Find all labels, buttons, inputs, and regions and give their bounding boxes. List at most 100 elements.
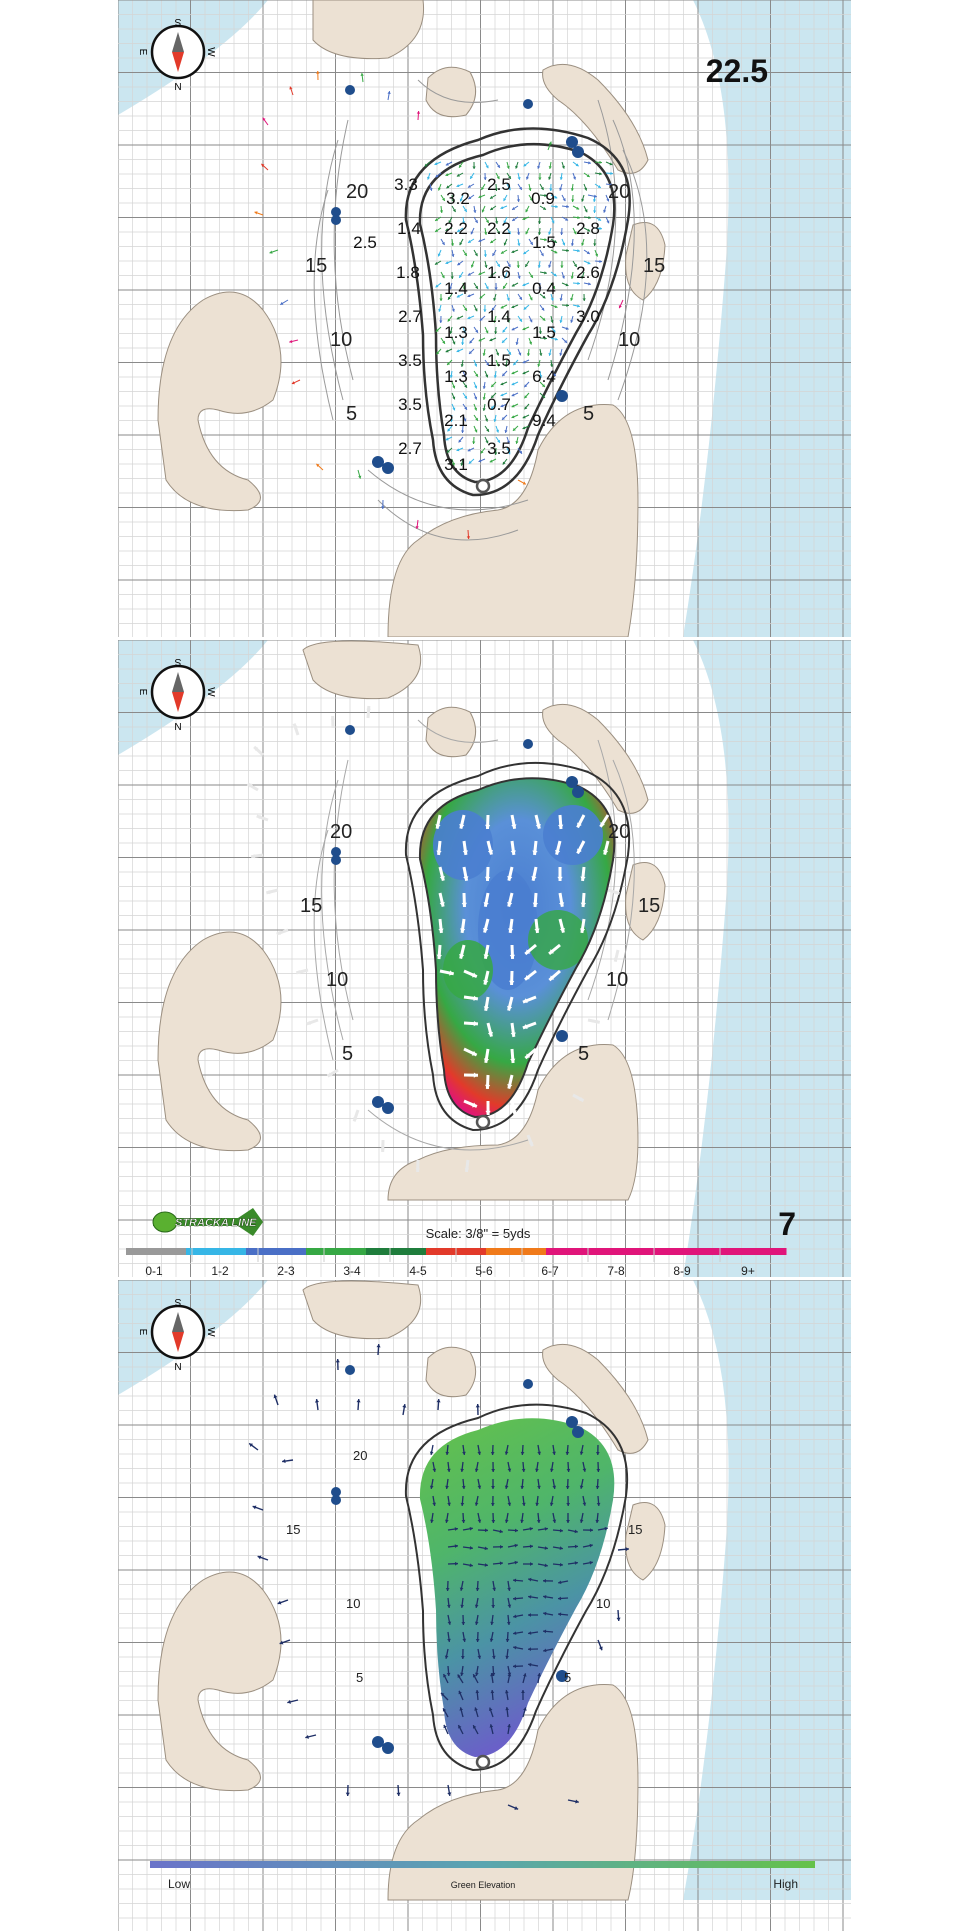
distance-label: 10 xyxy=(606,969,628,991)
flow-arrow xyxy=(490,1689,495,1701)
slope-arrow xyxy=(495,359,500,367)
slope-arrow xyxy=(516,227,521,236)
tree xyxy=(372,1096,384,1108)
flow-arrow xyxy=(277,1599,289,1605)
slope-arrow xyxy=(262,117,269,126)
flow-arrow xyxy=(282,1459,294,1464)
slope-arrow xyxy=(511,282,519,287)
bunker-right-small xyxy=(625,1502,666,1581)
slope-arrow xyxy=(508,918,514,934)
slope-value: 2.2 xyxy=(444,219,468,238)
slope-arrow xyxy=(550,282,556,290)
slope-arrow xyxy=(280,299,289,306)
slope-arrow xyxy=(460,918,466,934)
flow-arrow xyxy=(490,1673,494,1684)
flow-arrow xyxy=(566,1512,570,1524)
slope-arrow xyxy=(415,519,419,529)
tree xyxy=(372,456,384,468)
slope-arrow xyxy=(516,260,520,269)
slope-arrow xyxy=(458,161,464,169)
flow-arrow xyxy=(459,1707,464,1718)
distance-label: 5 xyxy=(583,403,594,425)
slope-arrow xyxy=(366,705,371,719)
slope-arrow xyxy=(484,260,488,268)
slope-arrow xyxy=(456,447,464,452)
slope-arrow xyxy=(326,1068,339,1078)
elevation-fill xyxy=(419,1418,615,1757)
slope-arrow xyxy=(467,183,475,188)
slope-arrow xyxy=(522,216,530,221)
slope-arrow xyxy=(582,293,586,302)
slope-arrow xyxy=(583,183,588,191)
slope-arrow xyxy=(490,403,497,410)
tree xyxy=(566,1416,578,1428)
slope-arrow xyxy=(473,304,478,312)
flow-arrow xyxy=(458,1690,464,1701)
slope-arrow xyxy=(445,436,453,441)
legend-label: 3-4 xyxy=(343,1264,361,1277)
distance-label: 15 xyxy=(305,255,327,277)
flow-arrow xyxy=(477,1512,482,1523)
flow-arrow xyxy=(543,1611,554,1616)
flow-arrow xyxy=(537,1546,548,1550)
elevation-map-panel: S N E W 20 15 15 10 10 5 5 Low Green Ele… xyxy=(118,1280,851,1931)
green-outline xyxy=(404,1403,629,1772)
slope-arrow xyxy=(439,969,455,976)
distance-label: 15 xyxy=(300,895,322,917)
slope-arrow xyxy=(495,172,500,180)
slope-arrow xyxy=(507,1074,514,1089)
distance-label: 10 xyxy=(330,329,352,351)
slope-arrow xyxy=(576,814,586,829)
slope-arrow xyxy=(473,392,478,400)
slope-arrow xyxy=(500,205,508,210)
slope-arrow xyxy=(489,205,497,211)
slope-arrow xyxy=(509,944,516,960)
slope-arrow xyxy=(438,304,442,312)
slope-arrow xyxy=(510,840,516,856)
tree xyxy=(572,786,584,798)
slope-arrow xyxy=(449,414,454,423)
distance-label: 10 xyxy=(596,1596,610,1611)
slope-arrow xyxy=(587,194,597,198)
slope-arrow xyxy=(504,425,508,433)
slope-arrow xyxy=(458,436,464,443)
slope-arrow xyxy=(462,216,466,225)
slope-arrow xyxy=(495,436,501,444)
slope-arrow xyxy=(503,194,508,202)
slope-arrow xyxy=(506,260,511,268)
slope-arrow xyxy=(438,866,445,881)
slope-arrow xyxy=(501,414,508,421)
flow-arrow xyxy=(552,1444,556,1455)
slope-arrow xyxy=(500,249,508,255)
flow-arrow xyxy=(345,1784,350,1797)
slope-arrow xyxy=(482,403,486,411)
flow-arrow xyxy=(475,1403,480,1416)
slope-arrow xyxy=(506,293,510,301)
slope-arrow xyxy=(517,447,523,455)
slope-arrow xyxy=(506,315,510,323)
slope-arrow xyxy=(451,403,456,411)
flow-arrow xyxy=(595,1478,600,1490)
flow-arrow xyxy=(504,1444,509,1455)
elevation-flow-arrows xyxy=(248,1343,630,1810)
slope-arrow xyxy=(523,161,530,167)
slope-arrow xyxy=(522,370,530,375)
flow-arrow xyxy=(549,1461,554,1472)
slope-arrow xyxy=(528,271,534,279)
contour-lines xyxy=(313,79,648,541)
slope-value: 2.6 xyxy=(576,263,600,282)
flow-arrow xyxy=(461,1478,466,1490)
slope-arrow xyxy=(480,447,486,454)
flow-arrow xyxy=(474,1597,479,1608)
slope-arrow xyxy=(460,458,464,466)
slope-arrow xyxy=(587,1018,601,1024)
slope-arrow xyxy=(484,436,489,444)
flow-arrow xyxy=(527,1647,539,1652)
slope-arrow xyxy=(576,840,586,855)
trees xyxy=(331,1365,584,1754)
flow-arrow xyxy=(521,1689,525,1701)
flow-arrow xyxy=(505,1648,510,1660)
slope-arrow xyxy=(593,238,597,247)
flow-arrow xyxy=(522,1562,534,1566)
slope-arrow xyxy=(489,458,497,463)
